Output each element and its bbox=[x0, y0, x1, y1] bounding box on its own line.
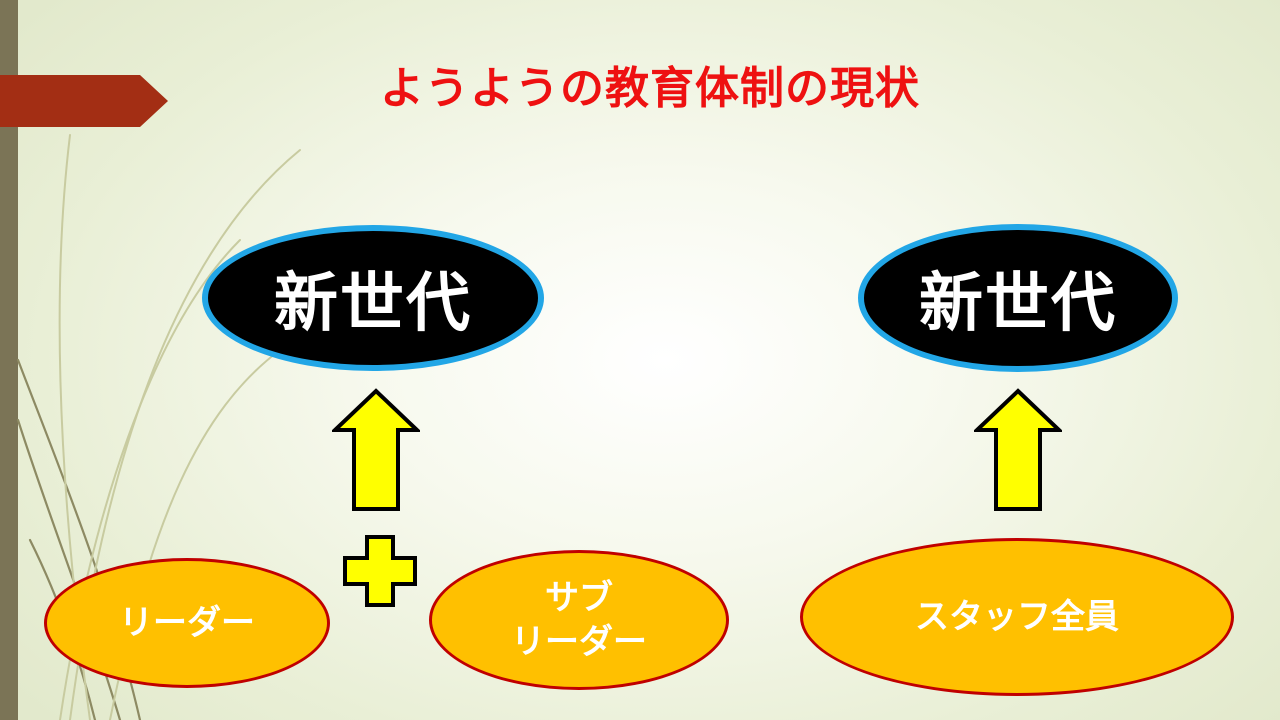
slide-title: ようようの教育体制の現状 bbox=[380, 63, 920, 114]
all-staff-label: スタッフ全員 bbox=[915, 596, 1119, 637]
up-arrow-icon bbox=[974, 388, 1062, 511]
left-target-label: 新世代 bbox=[274, 267, 472, 341]
plus-icon bbox=[343, 535, 417, 607]
right-target-label: 新世代 bbox=[919, 267, 1117, 341]
up-arrow-icon bbox=[332, 388, 420, 511]
sub-leader-label: サブ リーダー bbox=[511, 576, 647, 664]
right-target-ellipse: 新世代 bbox=[858, 224, 1178, 372]
sub-leader-label-line2: リーダー bbox=[511, 622, 647, 662]
left-target-ellipse: 新世代 bbox=[202, 225, 544, 371]
sidebar-decoration-bar bbox=[0, 0, 18, 720]
all-staff-ellipse: スタッフ全員 bbox=[800, 538, 1234, 696]
title-banner-arrow bbox=[0, 75, 168, 127]
leader-label: リーダー bbox=[119, 602, 255, 643]
sub-leader-label-line1: サブ bbox=[545, 577, 613, 618]
leader-ellipse: リーダー bbox=[44, 558, 330, 688]
sub-leader-ellipse: サブ リーダー bbox=[429, 550, 729, 690]
